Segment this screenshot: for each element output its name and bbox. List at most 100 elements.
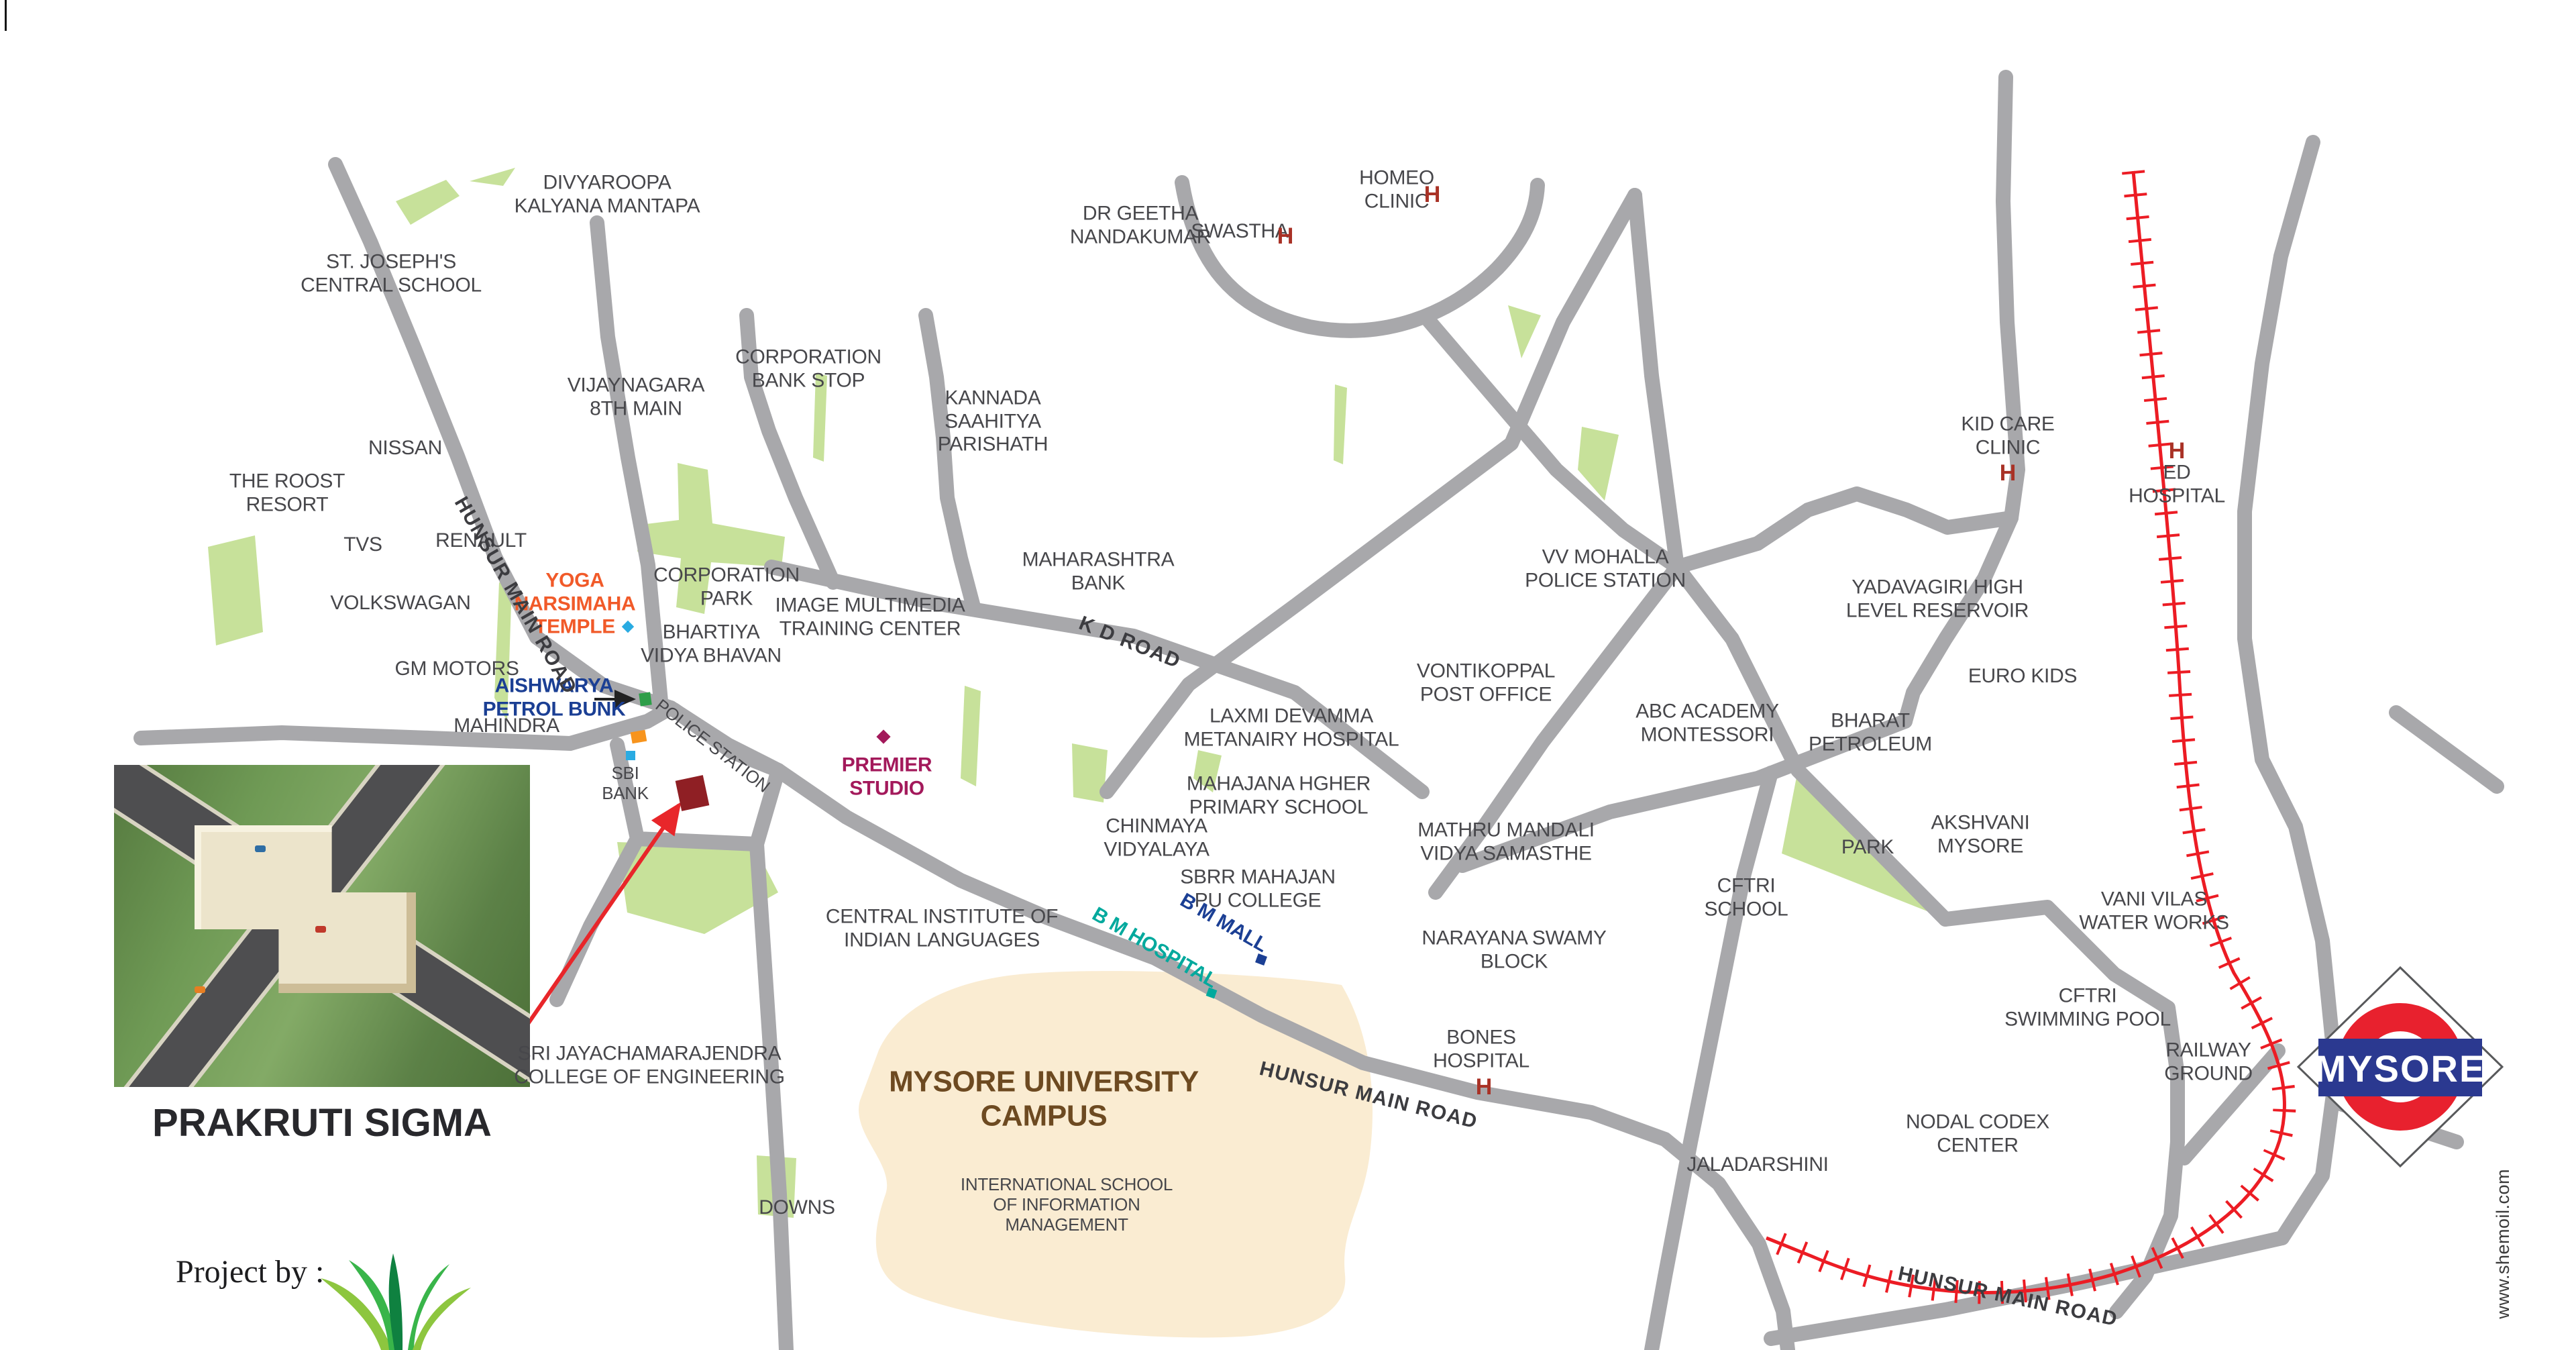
- builder-logo-leaf: [321, 1253, 471, 1350]
- site-pointer-arrow: [509, 802, 682, 1049]
- hospital-h-bones: H: [1475, 1074, 1493, 1100]
- road-vv-vertical: [1627, 188, 1684, 574]
- road-corp-bank: [739, 308, 841, 590]
- road-below-site: [549, 831, 645, 1007]
- temple-marker: [621, 620, 635, 633]
- map-label-swastha: SWASTHA: [1191, 219, 1289, 242]
- road-u-curve: [1175, 175, 1545, 338]
- road-right-loop: [1938, 900, 2185, 1319]
- road-cftri-vertical: [1644, 766, 1778, 1350]
- map-label-park: PARK: [1841, 835, 1894, 858]
- road-vv-east-bump: [1670, 486, 2019, 574]
- photo-car: [195, 986, 205, 993]
- road-vijaynagara: [590, 215, 668, 709]
- road-vv-sw: [1428, 560, 1684, 900]
- road-sjce: [749, 837, 794, 1350]
- hospital-h-ed: H: [2168, 438, 2186, 464]
- bm-mall-marker: [1255, 953, 1267, 966]
- project-site-marker: [675, 775, 710, 811]
- green-areas: [208, 168, 1944, 1218]
- map-label-renault: RENAULT: [435, 529, 527, 552]
- road-station-vertical: [2237, 135, 2343, 1245]
- map-label-downs: DOWNS: [759, 1196, 835, 1218]
- road-west-horizontal: [133, 700, 678, 751]
- map-label-gm-motors: GM MOTORS: [394, 657, 519, 680]
- premier-studio-marker: [876, 729, 891, 744]
- mysore-university-campus-area: [859, 971, 1373, 1338]
- sbi-bank-marker: [626, 751, 635, 760]
- road-k-d: [764, 560, 1430, 799]
- photo-car: [315, 926, 326, 933]
- road-bharat-sw: [1455, 714, 1913, 873]
- railway-line: [1762, 170, 2296, 1304]
- hospital-h-kid-care: H: [1999, 460, 2017, 486]
- map-label-tvs: TVS: [343, 533, 382, 556]
- hospital-h-homeo: H: [1424, 182, 1441, 207]
- road-network: [133, 70, 2504, 1350]
- petrol-bunk-marker: [639, 692, 652, 707]
- road-far-right: [2389, 705, 2504, 794]
- map-label-mahindra: MAHINDRA: [453, 714, 559, 737]
- road-police-station: [667, 703, 786, 778]
- road-topright-vertical: [1898, 70, 2025, 729]
- road-railway-ground-spur: [2177, 1043, 2286, 1165]
- road-diag-sw: [1099, 188, 1642, 799]
- map-label-nissan: NISSAN: [368, 436, 442, 459]
- map-label-euro-kids: EURO KIDS: [1968, 664, 2078, 687]
- project-by-label: Project by :: [176, 1254, 325, 1290]
- project-title: PRAKRUTI SIGMA: [152, 1101, 492, 1145]
- road-vv-se: [1670, 560, 1953, 927]
- map-label-jaladarshini: JALADARSHINI: [1686, 1153, 1829, 1176]
- road-site-block: [610, 737, 786, 851]
- bm-hospital-marker: [1205, 987, 1218, 999]
- map-label-volkswagan: VOLKSWAGAN: [330, 591, 471, 614]
- project-photo: [114, 765, 530, 1087]
- police-orange-marker: [630, 729, 647, 744]
- mysore-station-label: MYSORE: [2315, 1047, 2486, 1090]
- hospital-h-swastha: H: [1277, 223, 1294, 249]
